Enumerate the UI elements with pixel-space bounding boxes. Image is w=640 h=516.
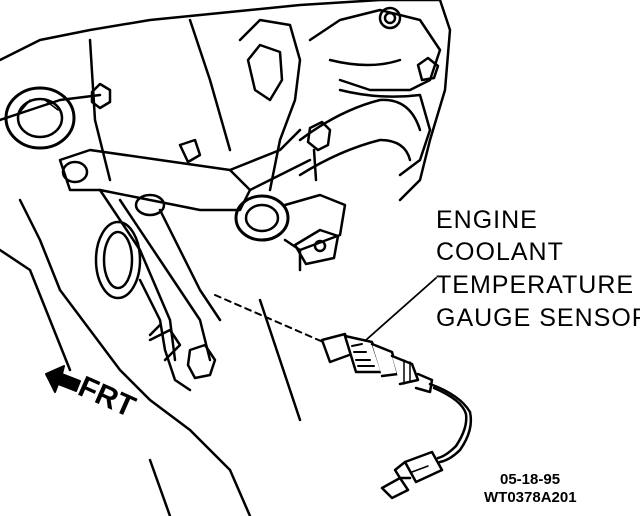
left-port-boss [4, 82, 112, 150]
coolant-temp-sensor [320, 332, 434, 394]
callout-line-2: COOLANT [436, 238, 564, 266]
sensor-wire [428, 382, 473, 464]
lower-bolt [148, 323, 217, 380]
cylinder-bore [94, 220, 192, 392]
figure-code: WT0378A201 [484, 489, 577, 506]
sensor-port-tab [293, 120, 340, 266]
mounting-bracket [58, 128, 312, 362]
front-arrow-icon [45, 365, 81, 393]
engine-block [0, 0, 452, 516]
callout-line-4: GAUGE SENSOR [436, 304, 640, 332]
installation-dashed-line [214, 294, 331, 346]
wire-connector [380, 450, 444, 500]
callout-line-1: ENGINE [436, 206, 538, 234]
exhaust-manifold [238, 6, 442, 192]
figure-date: 05-18-95 [500, 471, 561, 488]
callout-line-3: TEMPERATURE [436, 271, 635, 299]
callout-leader [365, 277, 437, 341]
